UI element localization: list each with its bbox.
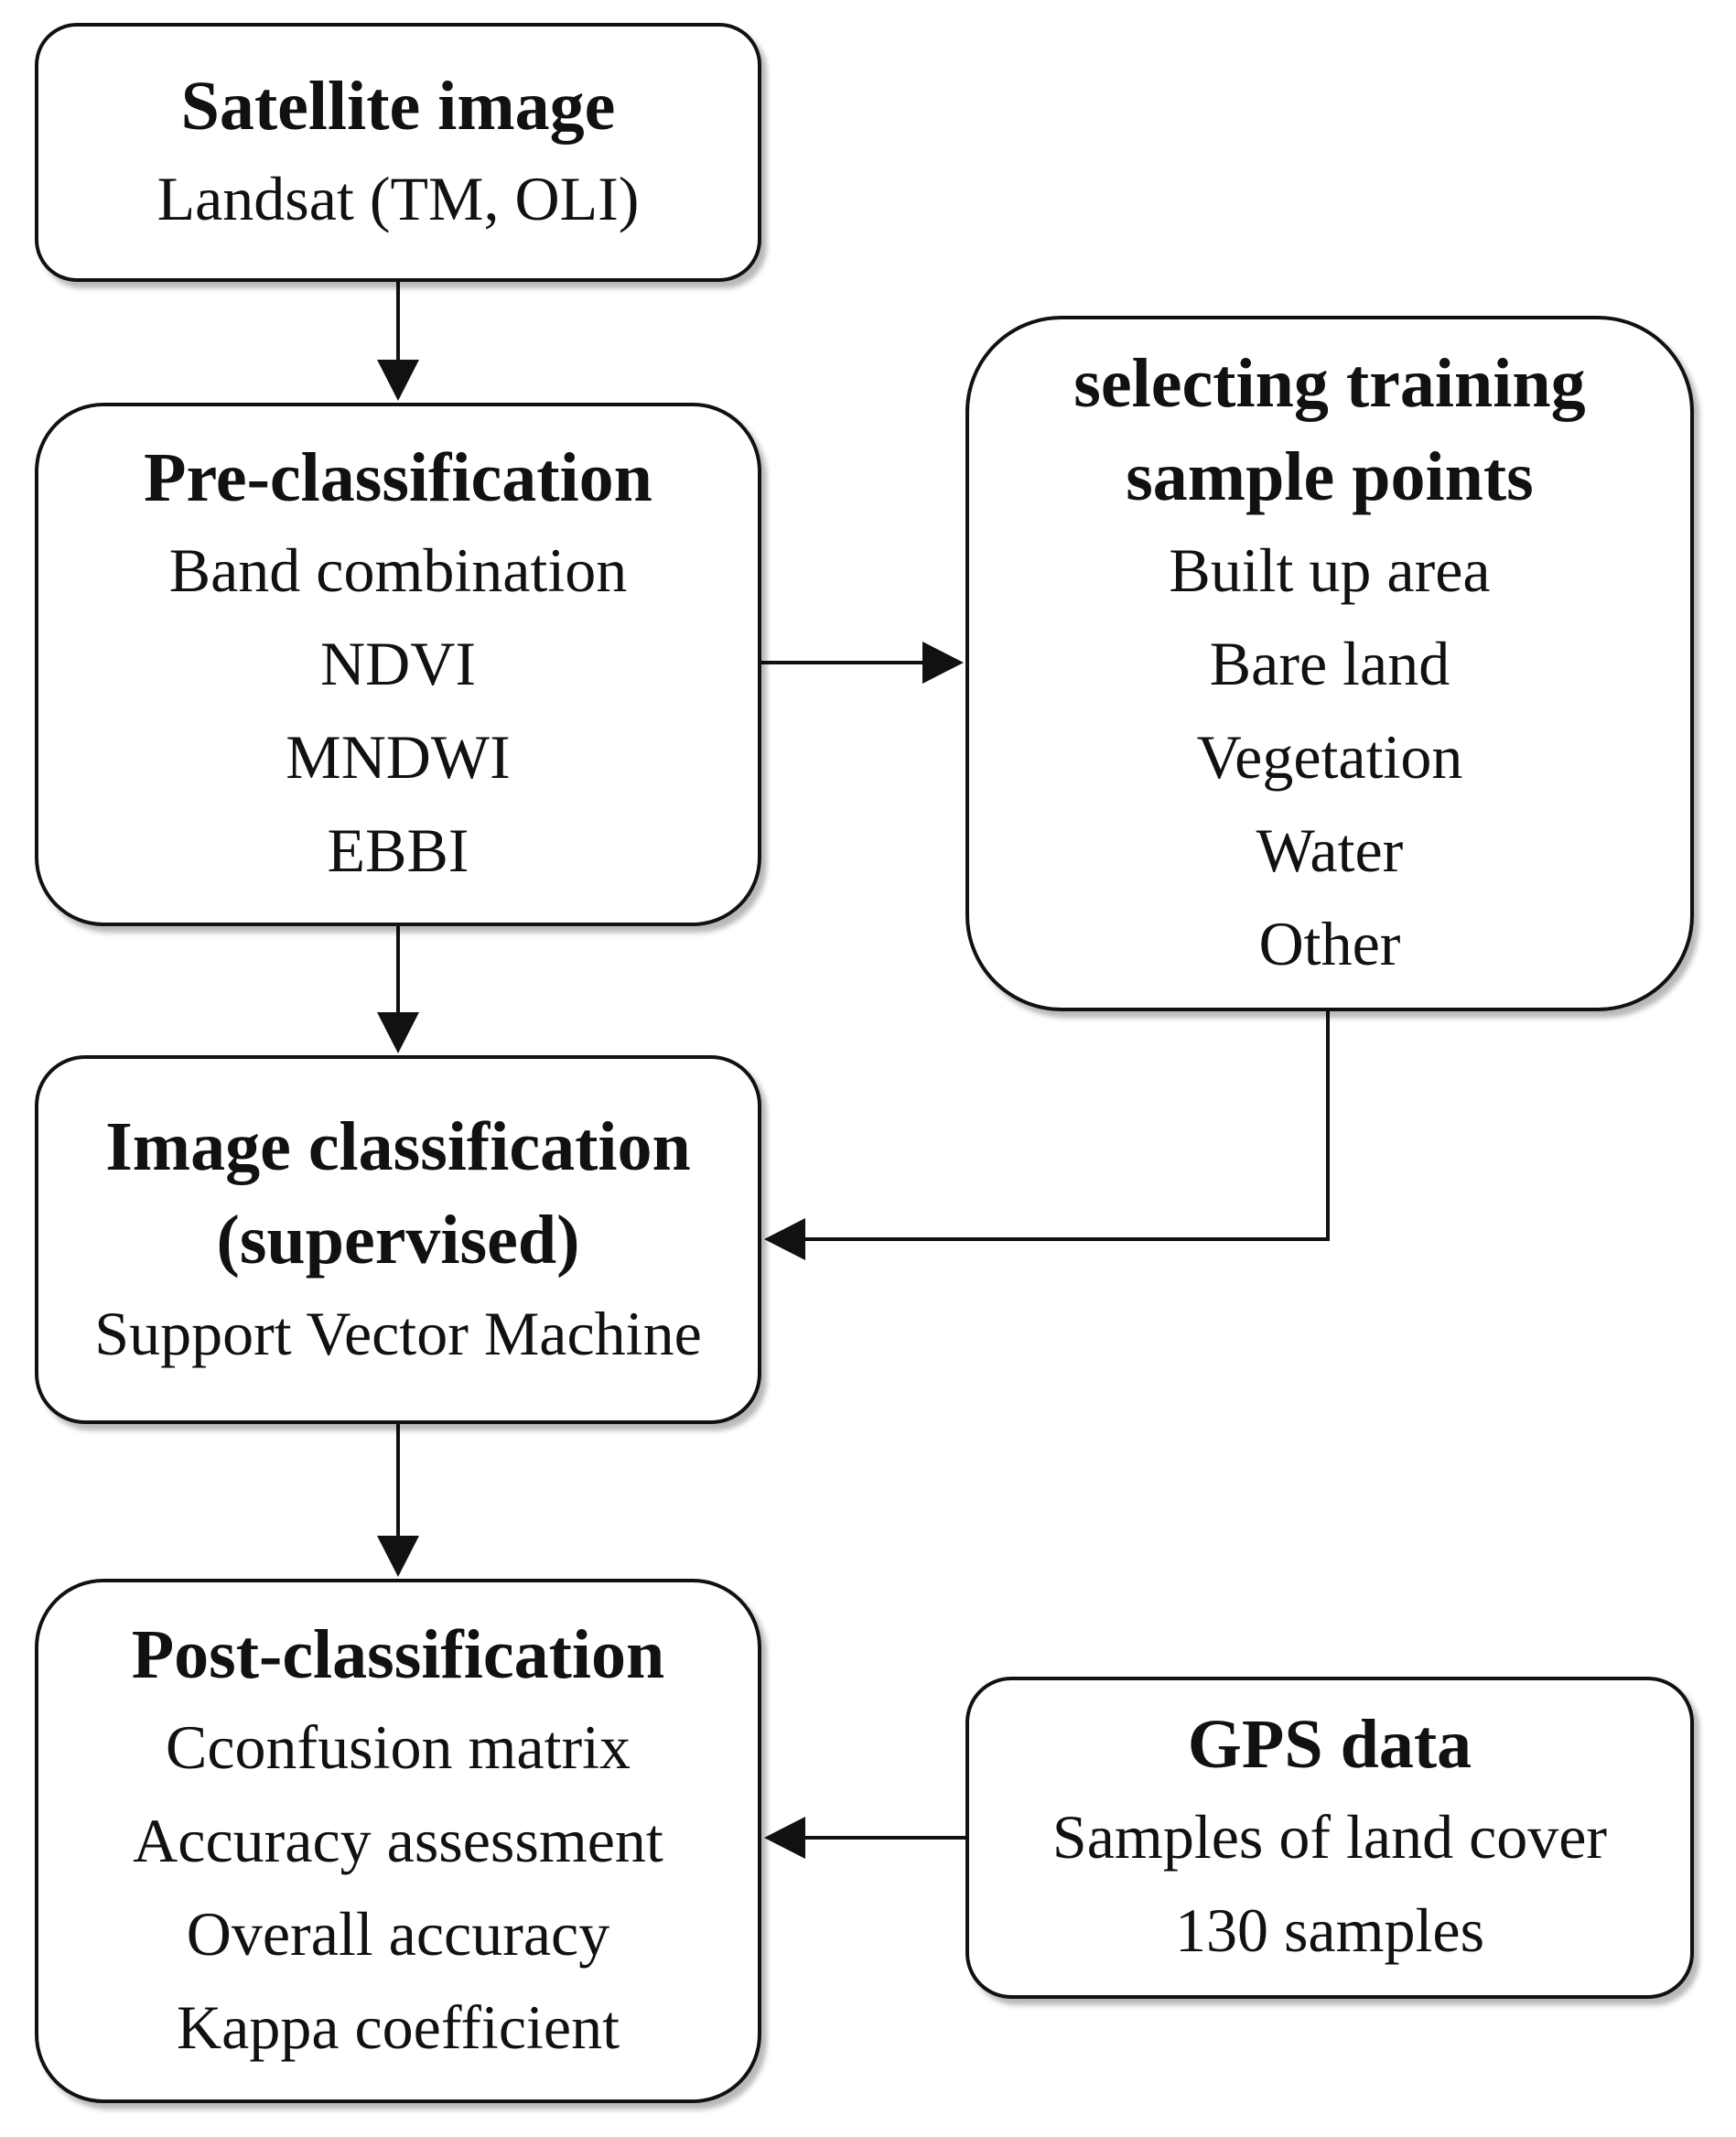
training-samples-title-line: selecting training bbox=[1073, 345, 1586, 422]
post-classification-line: Cconfusion matrix bbox=[165, 1711, 631, 1782]
arrow-training-to-image bbox=[764, 1011, 1330, 1260]
pre-classification-line: Band combination bbox=[168, 535, 628, 605]
training-samples-line: Other bbox=[1258, 909, 1401, 978]
post-classification-box: Post-classification Cconfusion matrix Ac… bbox=[35, 1579, 761, 2103]
image-classification-title-line: (supervised) bbox=[216, 1201, 580, 1279]
arrow-pre-to-training bbox=[761, 642, 964, 684]
training-samples-line: Bare land bbox=[1209, 629, 1450, 698]
pre-classification-line: EBBI bbox=[327, 815, 469, 885]
arrow-gps-to-post bbox=[764, 1817, 965, 1859]
satellite-image-title: Satellite image bbox=[180, 67, 616, 145]
gps-data-line: 130 samples bbox=[1174, 1895, 1485, 1965]
training-samples-line: Vegetation bbox=[1196, 722, 1463, 792]
satellite-image-line: Landsat (TM, OLI) bbox=[156, 163, 640, 233]
arrow-satellite-to-pre bbox=[377, 282, 419, 401]
training-samples-line: Water bbox=[1256, 815, 1404, 885]
pre-classification-line: MNDWI bbox=[286, 722, 511, 792]
post-classification-line: Accuracy assessment bbox=[133, 1805, 663, 1875]
post-classification-line: Overall accuracy bbox=[186, 1898, 610, 1969]
pre-classification-title: Pre-classification bbox=[144, 439, 652, 516]
arrow-pre-to-image bbox=[377, 926, 419, 1053]
pre-classification-box: Pre-classification Band combination NDVI… bbox=[35, 403, 761, 926]
post-classification-line: Kappa coefficient bbox=[177, 1991, 620, 2062]
image-classification-title-line: Image classification bbox=[105, 1107, 691, 1185]
gps-data-box: GPS data Samples of land cover 130 sampl… bbox=[965, 1677, 1694, 1999]
training-samples-line: Built up area bbox=[1169, 535, 1491, 605]
post-classification-title: Post-classification bbox=[131, 1615, 665, 1693]
gps-data-line: Samples of land cover bbox=[1051, 1802, 1608, 1872]
satellite-image-box: Satellite image Landsat (TM, OLI) bbox=[35, 23, 761, 282]
gps-data-title: GPS data bbox=[1187, 1706, 1472, 1783]
training-samples-title-line: sample points bbox=[1126, 438, 1534, 515]
image-classification-line: Support Vector Machine bbox=[94, 1298, 702, 1368]
training-samples-box: selecting training sample points Built u… bbox=[965, 316, 1694, 1011]
arrow-image-to-post bbox=[377, 1424, 419, 1577]
pre-classification-line: NDVI bbox=[320, 629, 476, 698]
image-classification-box: Image classification (supervised) Suppor… bbox=[35, 1055, 761, 1424]
